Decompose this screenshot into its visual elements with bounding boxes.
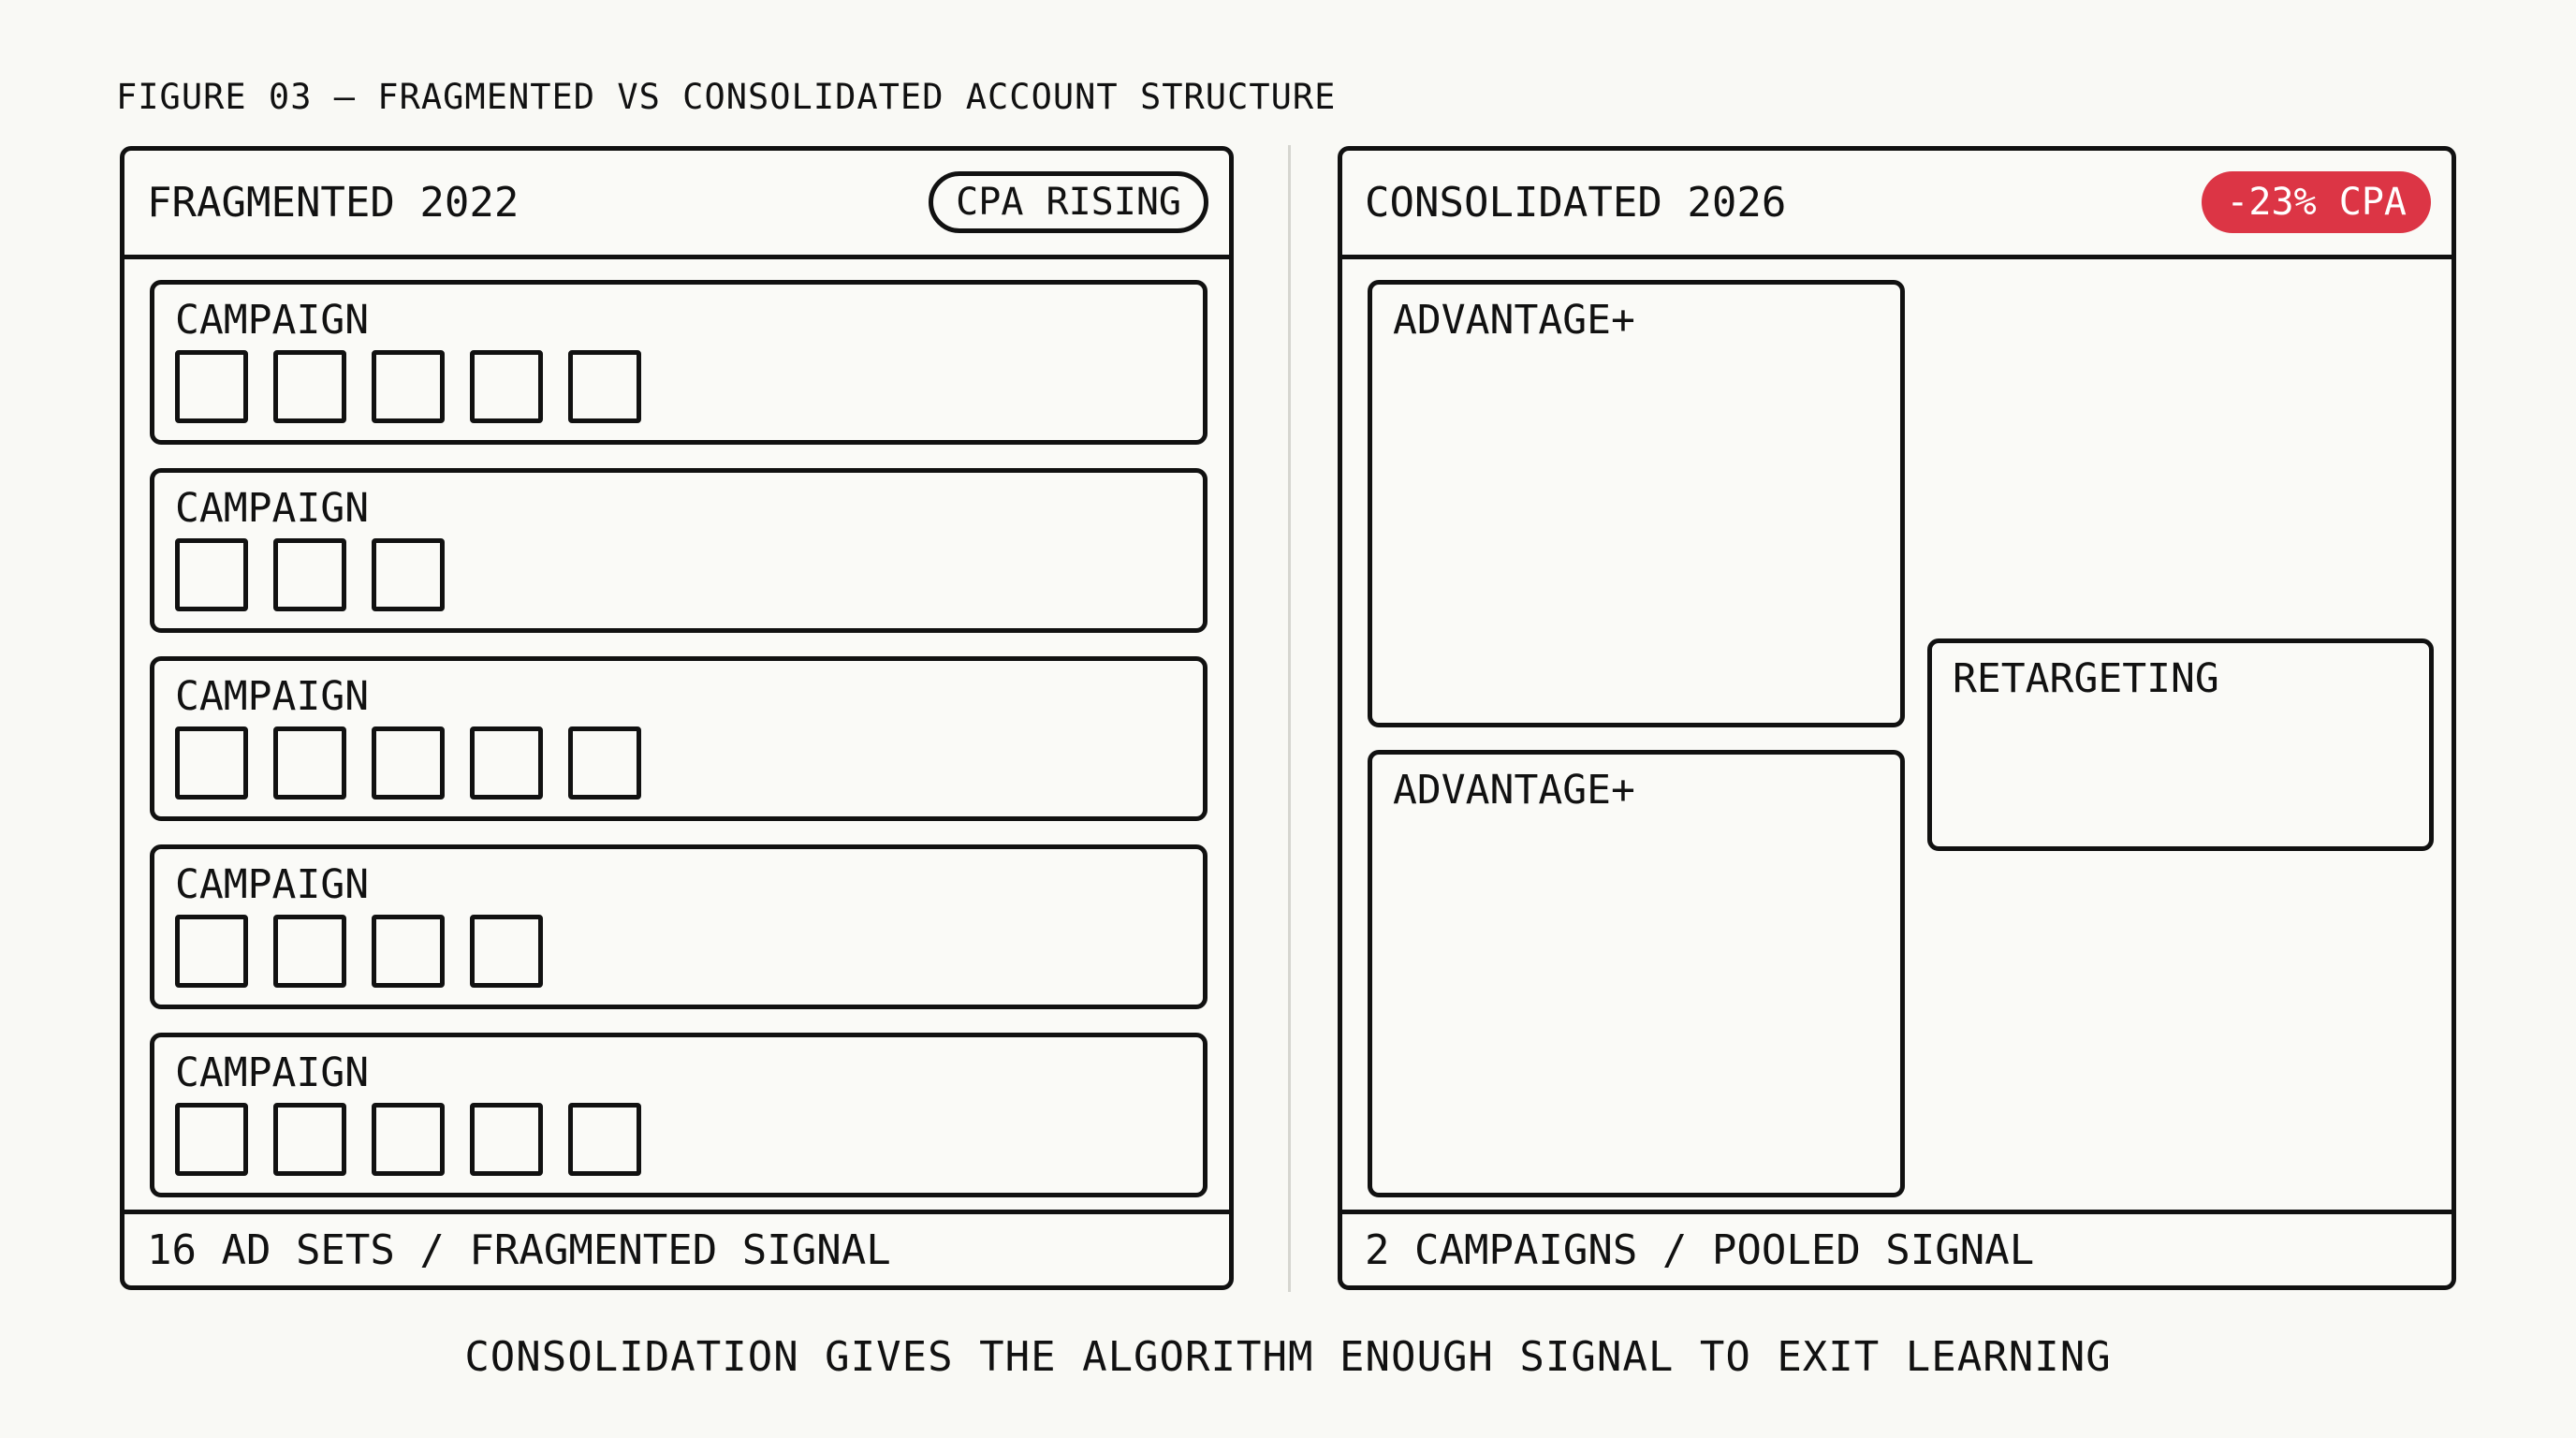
campaign-label: CAMPAIGN bbox=[175, 297, 370, 344]
campaign-box: CAMPAIGN bbox=[150, 656, 1208, 821]
campaign-box: CAMPAIGN bbox=[150, 468, 1208, 633]
campaign-label: CAMPAIGN bbox=[175, 673, 370, 720]
ad-set-square bbox=[372, 1103, 445, 1176]
ad-set-square bbox=[273, 915, 346, 988]
ad-set-square bbox=[372, 915, 445, 988]
cpa-rising-badge: CPA RISING bbox=[929, 171, 1208, 233]
fragmented-footer-text: 16 AD SETS / FRAGMENTED SIGNAL bbox=[147, 1226, 891, 1274]
ad-set-square bbox=[470, 350, 543, 423]
ad-set-square bbox=[273, 350, 346, 423]
block-label: RETARGETING bbox=[1953, 655, 2219, 702]
campaign-label: CAMPAIGN bbox=[175, 861, 370, 908]
retargeting-block: RETARGETING bbox=[1927, 638, 2434, 851]
campaign-box: CAMPAIGN bbox=[150, 280, 1208, 445]
cpa-reduction-badge: -23% CPA bbox=[2202, 171, 2431, 233]
ad-set-square bbox=[470, 915, 543, 988]
consolidated-panel: CONSOLIDATED 2026 -23% CPA ADVANTAGE+ AD… bbox=[1338, 146, 2456, 1290]
ad-set-square bbox=[175, 350, 248, 423]
ad-set-row bbox=[175, 538, 445, 611]
ad-set-square bbox=[470, 1103, 543, 1176]
ad-set-row bbox=[175, 915, 543, 988]
consolidated-title: CONSOLIDATED 2026 bbox=[1365, 179, 1787, 227]
ad-set-square bbox=[568, 350, 641, 423]
ad-set-square bbox=[175, 915, 248, 988]
ad-set-square bbox=[273, 726, 346, 800]
figure-caption: FIGURE 03 — FRAGMENTED VS CONSOLIDATED A… bbox=[116, 77, 1337, 117]
ad-set-square bbox=[175, 1103, 248, 1176]
ad-set-square bbox=[568, 1103, 641, 1176]
ad-set-square bbox=[175, 726, 248, 800]
advantage-plus-block: ADVANTAGE+ bbox=[1368, 750, 1905, 1197]
advantage-plus-block: ADVANTAGE+ bbox=[1368, 280, 1905, 727]
block-label: ADVANTAGE+ bbox=[1393, 767, 1635, 814]
consolidated-footer-text: 2 CAMPAIGNS / POOLED SIGNAL bbox=[1365, 1226, 2035, 1274]
ad-set-square bbox=[273, 538, 346, 611]
campaign-box: CAMPAIGN bbox=[150, 844, 1208, 1009]
campaign-label: CAMPAIGN bbox=[175, 1049, 370, 1096]
fragmented-footer: 16 AD SETS / FRAGMENTED SIGNAL bbox=[124, 1210, 1229, 1285]
consolidated-header: CONSOLIDATED 2026 -23% CPA bbox=[1342, 151, 2452, 259]
ad-set-square bbox=[175, 538, 248, 611]
block-label: ADVANTAGE+ bbox=[1393, 297, 1635, 344]
ad-set-square bbox=[568, 726, 641, 800]
fragmented-title: FRAGMENTED 2022 bbox=[147, 179, 520, 227]
fragmented-header: FRAGMENTED 2022 CPA RISING bbox=[124, 151, 1229, 259]
summary-caption: CONSOLIDATION GIVES THE ALGORITHM ENOUGH… bbox=[464, 1333, 2112, 1381]
campaign-label: CAMPAIGN bbox=[175, 485, 370, 532]
ad-set-row bbox=[175, 726, 641, 800]
ad-set-square bbox=[372, 726, 445, 800]
ad-set-row bbox=[175, 350, 641, 423]
ad-set-square bbox=[273, 1103, 346, 1176]
campaign-box: CAMPAIGN bbox=[150, 1033, 1208, 1197]
ad-set-square bbox=[372, 538, 445, 611]
ad-set-square bbox=[372, 350, 445, 423]
ad-set-row bbox=[175, 1103, 641, 1176]
ad-set-square bbox=[470, 726, 543, 800]
fragmented-panel: FRAGMENTED 2022 CPA RISING CAMPAIGN CAMP… bbox=[120, 146, 1234, 1290]
divider bbox=[1288, 145, 1291, 1292]
consolidated-footer: 2 CAMPAIGNS / POOLED SIGNAL bbox=[1342, 1210, 2452, 1285]
